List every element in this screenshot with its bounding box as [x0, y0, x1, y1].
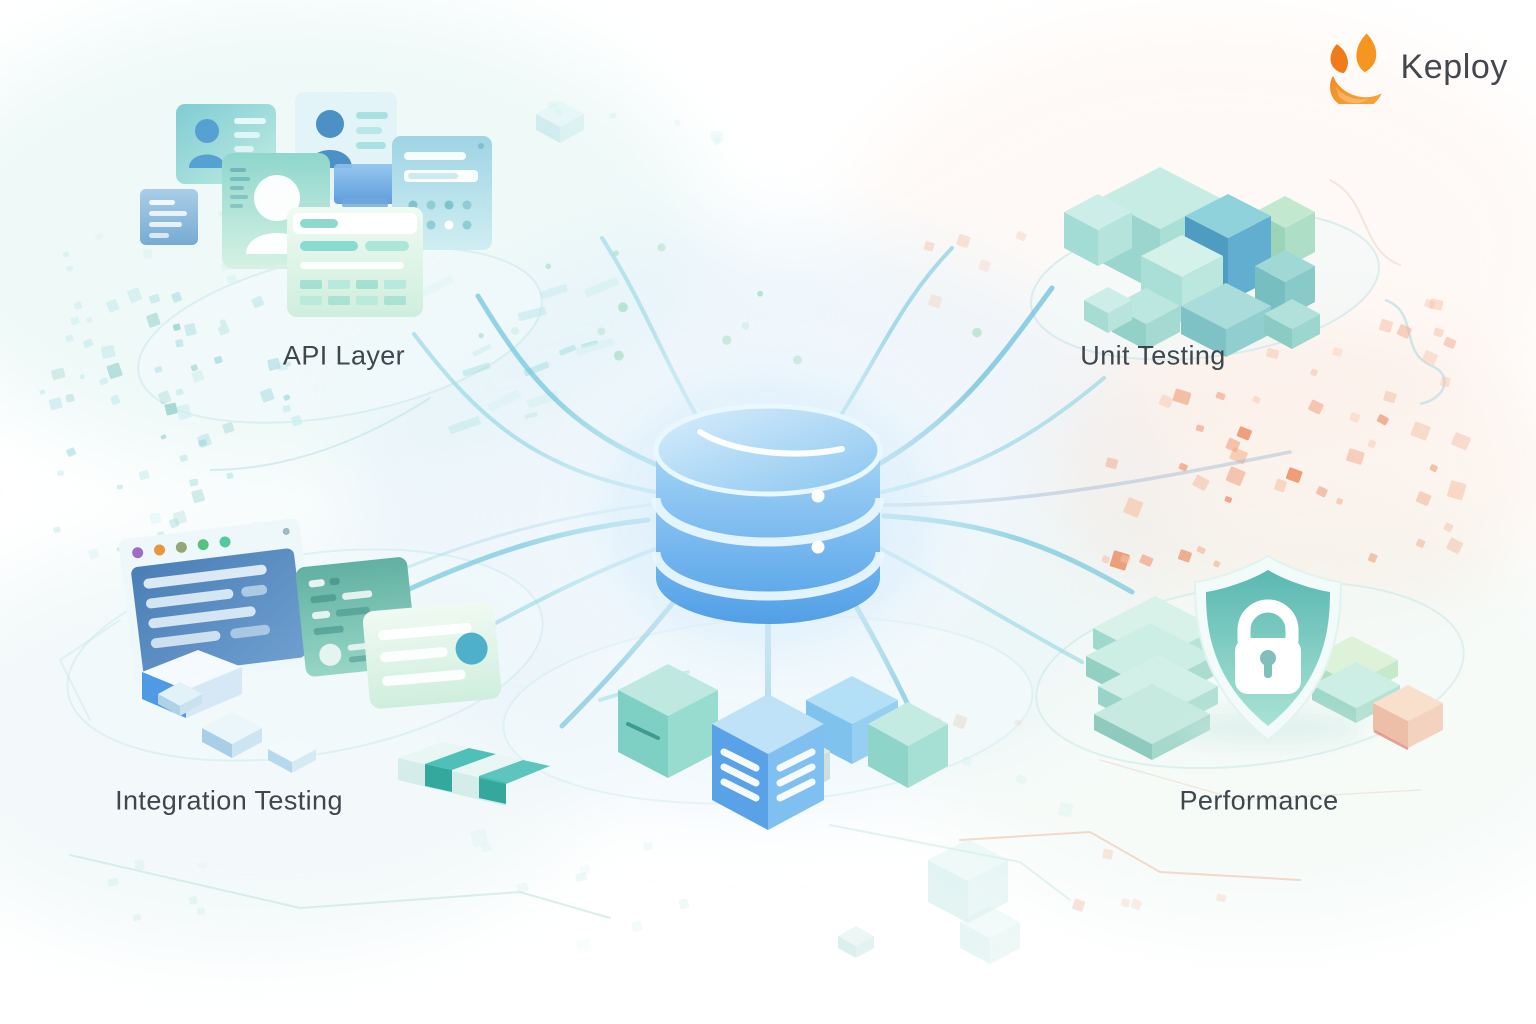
shield-lock-icon — [1193, 554, 1343, 742]
cube-teal-icon — [618, 664, 718, 778]
keploy-logo-text: Keploy — [1400, 47, 1508, 86]
label-integration-testing: Integration Testing — [115, 785, 343, 816]
label-performance: Performance — [1179, 785, 1339, 816]
api-layer-cluster — [140, 92, 492, 317]
result-card-icon — [362, 601, 502, 709]
misc-cubes — [158, 101, 1020, 964]
mini-browser-card-icon — [287, 207, 423, 317]
cube-code-icon — [712, 694, 824, 830]
photo-block-icon — [334, 164, 396, 208]
keploy-logo: Keploy — [1324, 30, 1508, 104]
cube-mint-icon — [868, 702, 948, 788]
label-api-layer: API Layer — [282, 340, 406, 371]
data-cubes-cluster — [618, 664, 948, 830]
note-card-icon — [140, 189, 198, 245]
segmented-slab-icon — [398, 742, 550, 806]
integration-testing-cluster — [118, 518, 550, 806]
database-node — [518, 305, 1018, 725]
label-unit-testing: Unit Testing — [1080, 340, 1226, 371]
keploy-rabbit-icon — [1330, 33, 1382, 104]
circuit-traces — [58, 179, 1421, 919]
performance-cluster — [1086, 554, 1443, 760]
unit-testing-cluster — [1064, 167, 1320, 357]
browser-window-icon — [118, 518, 316, 686]
